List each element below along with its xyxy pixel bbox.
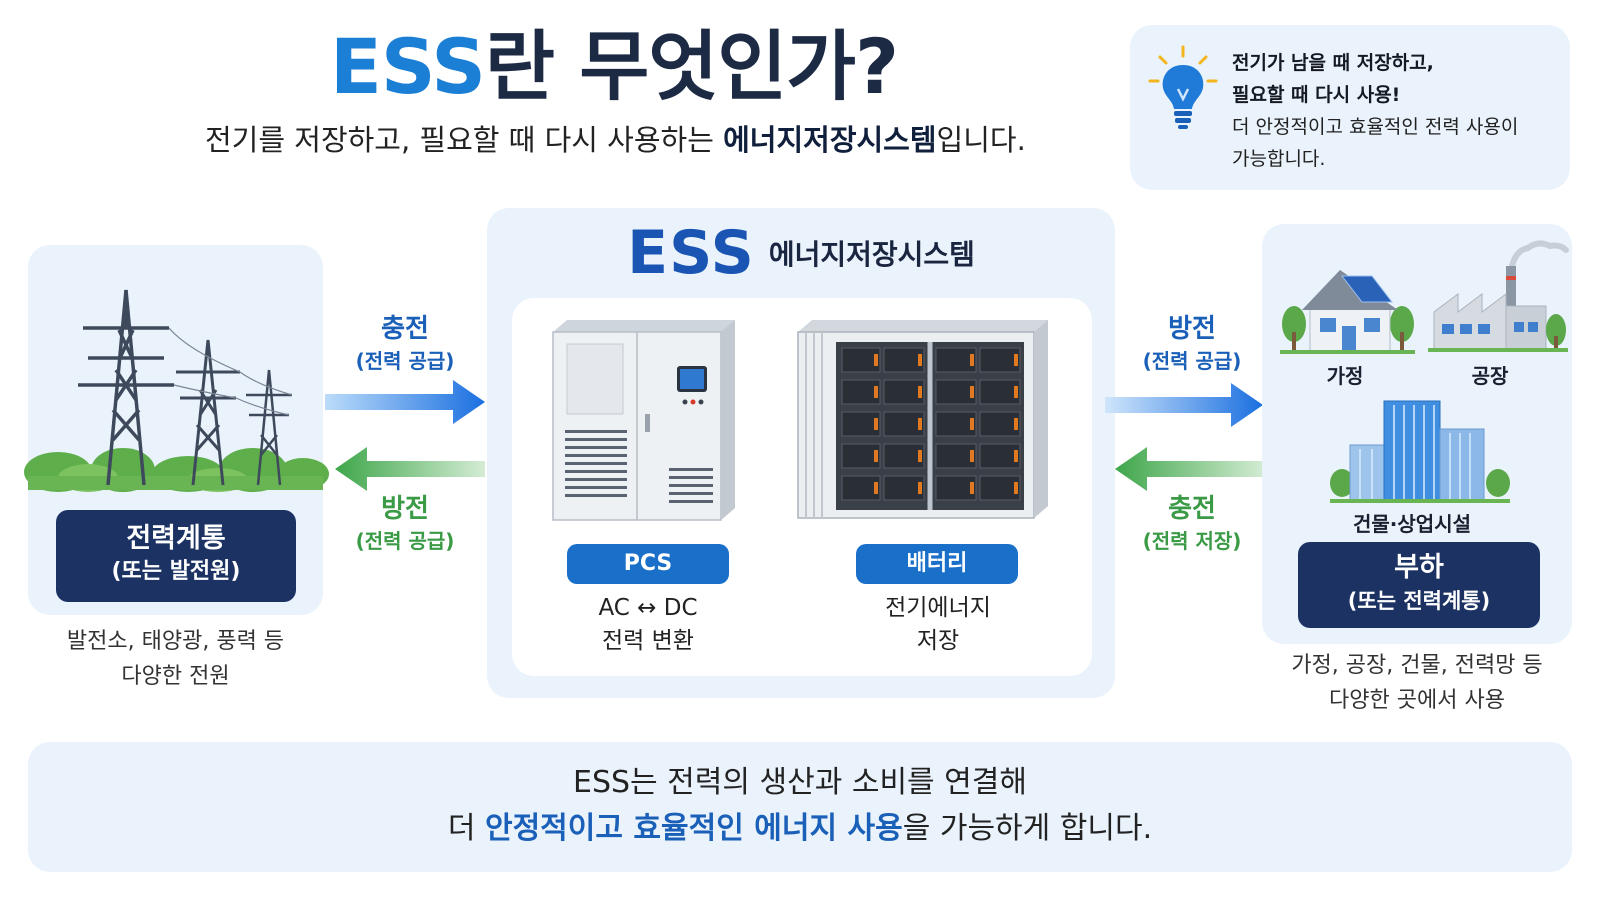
battery-container-icon (797, 320, 1048, 519)
commercial-label: 건물·상업시설 (1353, 512, 1471, 536)
subtitle-post: 입니다. (936, 123, 1026, 157)
tip-line2: 필요할 때 다시 사용! (1232, 84, 1401, 106)
battery-caption-line1: 전기에너지 (885, 595, 991, 621)
battery-label: 배터리 (856, 544, 1018, 584)
summary-highlight: 안정적이고 효율적인 에너지 사용 (484, 811, 903, 846)
ess-title-big: ESS (627, 218, 755, 288)
pcs-cabinet-icon (552, 320, 735, 521)
subtitle-pre: 전기를 저장하고, 필요할 때 다시 사용하는 (205, 123, 724, 157)
tip-line1: 전기가 남을 때 저장하고, (1232, 52, 1434, 74)
page-title: ESS란 무엇인가? (330, 22, 899, 112)
right-discharge-title: 방전 (1168, 314, 1216, 344)
right-charge-title: 충전 (1168, 494, 1216, 524)
house-icon (1280, 270, 1415, 354)
factory-label: 공장 (1471, 364, 1509, 388)
summary-line2: 더 안정적이고 효율적인 에너지 사용을 가능하게 합니다. (28, 808, 1572, 850)
right-caption-line2: 다양한 곳에서 사용 (1329, 688, 1505, 713)
title-rest: 란 무엇인가? (484, 22, 899, 111)
left-arrow-icon (335, 447, 485, 491)
right-arrow-icon (325, 380, 485, 424)
summary-line1: ESS는 전력의 생산과 소비를 연결해 (573, 765, 1027, 800)
pcs-caption: AC ↔ DC 전력 변환 (547, 592, 749, 658)
ess-title: ESS 에너지저장시스템 (487, 218, 1115, 288)
left-charge-sub: (전력 공급) (355, 349, 455, 373)
left-discharge-sub: (전력 공급) (355, 529, 455, 553)
pcs-label: PCS (567, 544, 729, 584)
summary-line2-pre: 더 (447, 811, 485, 846)
load-caption: 가정, 공장, 건물, 전력망 등 다양한 곳에서 사용 (1262, 648, 1572, 718)
left-caption-line2: 다양한 전원 (121, 664, 230, 689)
page-subtitle: 전기를 저장하고, 필요할 때 다시 사용하는 에너지저장시스템입니다. (205, 120, 1026, 160)
power-grid-title: 전력계통 (126, 523, 226, 554)
home-label: 가정 (1326, 364, 1364, 388)
load-title: 부하 (1394, 552, 1444, 583)
transmission-tower-icon (24, 289, 329, 492)
factory-icon (1428, 240, 1569, 352)
power-grid-box: 전력계통 (또는 발전원) (56, 510, 296, 602)
pcs-caption-line2: 전력 변환 (602, 628, 694, 654)
power-grid-caption: 발전소, 태양광, 풍력 등 다양한 전원 (28, 624, 323, 694)
left-charge-title: 충전 (381, 314, 429, 344)
left-discharge-title: 방전 (381, 494, 429, 524)
load-subtitle: (또는 전력계통) (1347, 589, 1491, 613)
left-discharge-label: 방전 (전력 공급) (340, 492, 470, 556)
tip-line4: 가능합니다. (1232, 148, 1326, 170)
right-discharge-sub: (전력 공급) (1142, 349, 1242, 373)
left-arrow-icon (1115, 447, 1265, 491)
right-arrow-icon (1105, 383, 1263, 427)
left-charge-label: 충전 (전력 공급) (340, 312, 470, 376)
left-caption-line1: 발전소, 태양광, 풍력 등 (66, 629, 285, 654)
battery-caption: 전기에너지 저장 (837, 592, 1039, 658)
lightbulb-icon (1148, 45, 1218, 129)
load-box: 부하 (또는 전력계통) (1298, 542, 1540, 628)
pcs-caption-line1: AC ↔ DC (598, 595, 698, 621)
summary-banner: ESS는 전력의 생산과 소비를 연결해 더 안정적이고 효율적인 에너지 사용… (28, 742, 1572, 872)
right-charge-label: 충전 (전력 저장) (1122, 492, 1262, 556)
power-grid-subtitle: (또는 발전원) (111, 559, 241, 584)
tip-line3: 더 안정적이고 효율적인 전력 사용이 (1232, 116, 1519, 138)
right-discharge-label: 방전 (전력 공급) (1122, 312, 1262, 376)
ess-title-small: 에너지저장시스템 (768, 238, 975, 271)
commercial-building-icon (1330, 400, 1510, 503)
battery-caption-line2: 저장 (916, 628, 960, 654)
summary-line2-post: 을 가능하게 합니다. (902, 811, 1153, 846)
title-ess: ESS (330, 22, 486, 111)
subtitle-bold: 에너지저장시스템 (723, 123, 937, 157)
right-caption-line1: 가정, 공장, 건물, 전력망 등 (1291, 653, 1543, 678)
right-charge-sub: (전력 저장) (1142, 529, 1242, 553)
tip-box: 전기가 남을 때 저장하고, 필요할 때 다시 사용! 더 안정적이고 효율적인… (1130, 25, 1570, 190)
